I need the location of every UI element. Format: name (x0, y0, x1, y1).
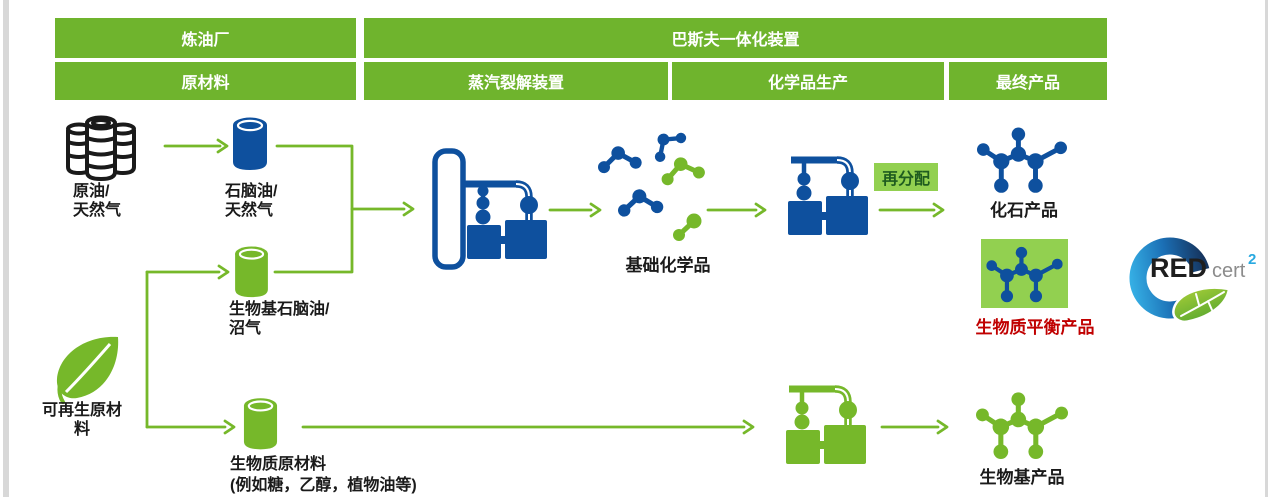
biomass-balance-products-label: 生物质平衡产品 (975, 318, 1095, 337)
fossil-products-label: 化石产品 (990, 201, 1058, 220)
molecule-icon (614, 184, 667, 220)
renewable-leaf-icon (50, 334, 124, 404)
redcert-cert-text: cert (1212, 260, 1246, 282)
naphtha-drum-icon (231, 116, 269, 172)
redcert2-logo: RED cert 2 (1129, 237, 1256, 323)
naphtha-label: 石脑油/天然气 (225, 183, 278, 219)
fossil-product-molecule-icon (977, 125, 1067, 194)
chemical-production-header: 化学品生产 (672, 62, 944, 100)
redcert-sup-text: 2 (1248, 251, 1256, 268)
bio-naphtha-drum-icon (233, 245, 270, 299)
steam-cracker-header: 蒸汽裂解装置 (364, 62, 668, 100)
reallocation-badge: 再分配 (874, 163, 939, 191)
chemical-plant-icon (787, 152, 869, 236)
redcert-leaf-icon (1172, 286, 1231, 323)
redcert-red-text: RED (1150, 253, 1207, 283)
page-right-border (1265, 0, 1268, 497)
arrow-renewable-to-biomass (145, 419, 236, 435)
biomass-raw-materials-label: 生物质原材料(例如糖，乙醇，植物油等) (230, 456, 417, 494)
crude-oil-label: 原油/天然气 (73, 183, 122, 219)
steam-cracker-column-icon (431, 148, 467, 270)
line-naphtha-collector (273, 144, 354, 274)
arrow-biomass-to-bioplant (301, 419, 755, 435)
final-products-header: 最终产品 (949, 62, 1107, 100)
arrow-chemicals-to-plant (706, 202, 767, 218)
renewable-raw-materials-label: 可再生原材料 (41, 402, 122, 438)
bio-plant-icon (785, 381, 867, 465)
oil-barrels-icon (66, 112, 136, 184)
bio-naphtha-label: 生物基石脑油/沼气 (229, 301, 330, 337)
page-left-border (3, 0, 9, 497)
arrow-cracker-to-chemicals (548, 202, 602, 218)
refinery-header: 炼油厂 (55, 18, 356, 58)
molecule-icon (670, 212, 704, 244)
verbund-header: 巴斯夫一体化装置 (364, 18, 1107, 58)
arrow-bioplant-to-bioproduct (880, 419, 949, 435)
arrow-reallocation (878, 202, 945, 218)
basic-chemicals-label: 基础化学品 (625, 256, 711, 275)
biomass-drum-icon (242, 396, 279, 452)
steam-cracker-unit-icon (466, 176, 548, 260)
bio-based-products-label: 生物基产品 (979, 468, 1065, 487)
raw-materials-header: 原材料 (55, 62, 356, 100)
bio-based-product-molecule-icon (976, 390, 1068, 460)
arrow-crude-to-naphtha (163, 138, 229, 154)
biomass-balance-molecule-icon (986, 245, 1063, 303)
arrow-renewable-to-bio-naphtha (145, 264, 230, 280)
arrow-collector-to-cracker (350, 201, 415, 217)
